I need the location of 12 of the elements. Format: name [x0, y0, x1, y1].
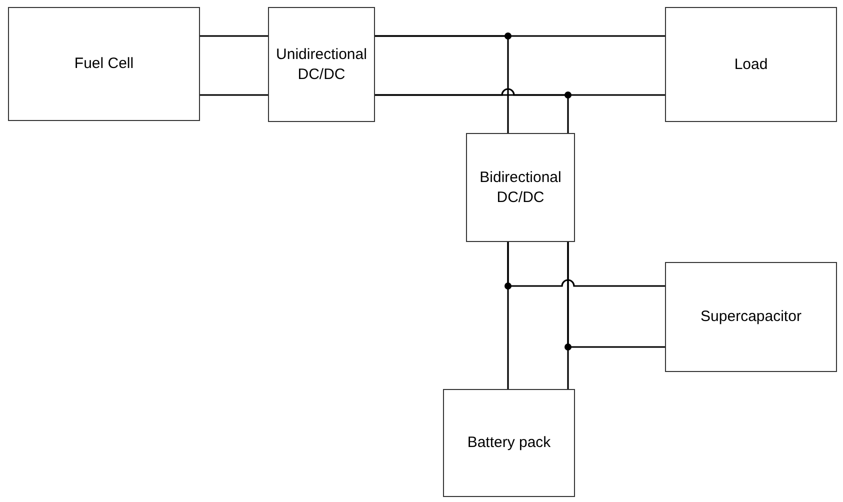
wire: [200, 94, 268, 96]
block-box: Fuel Cell: [8, 7, 200, 121]
wire: [200, 35, 268, 37]
block-box: Supercapacitor: [665, 262, 837, 372]
wire: [507, 242, 665, 287]
wire: [375, 35, 509, 133]
block-box: Battery pack: [443, 389, 575, 497]
wire: [567, 242, 665, 348]
wire: [375, 94, 569, 133]
block-box: Bidirectional DC/DC: [466, 133, 575, 242]
block-box: Unidirectional DC/DC: [268, 7, 375, 122]
block-box: Load: [665, 7, 837, 122]
